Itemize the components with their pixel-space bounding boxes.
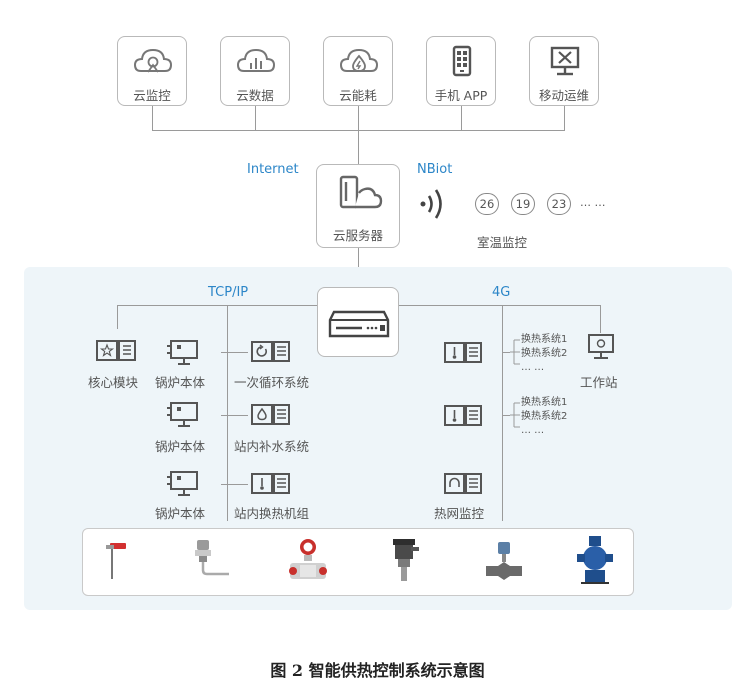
tcpip-bus-line: [117, 305, 317, 306]
brace-connector: [510, 339, 520, 365]
core-module-label: 核心模块: [88, 375, 139, 390]
room-temp-value: 19: [511, 193, 535, 215]
service-mobile-ops[interactable]: 移动运维: [529, 36, 599, 106]
pressure-transmitter-icon: [393, 539, 419, 581]
boiler-label: 锅炉本体: [155, 439, 206, 454]
workstation-label: 工作站: [580, 375, 618, 390]
figure-caption: 图 2 智能供热控制系统示意图: [270, 661, 485, 680]
connector-line: [255, 106, 256, 131]
room-temp-label: 室温监控: [477, 235, 528, 250]
room-temp-ellipsis: … …: [580, 196, 606, 209]
network-monitor-icon: [444, 473, 482, 494]
left-trunk-line: [227, 305, 228, 521]
boiler-monitor-icon: [167, 402, 198, 427]
connector-line: [502, 352, 510, 353]
internet-label: Internet: [247, 162, 299, 177]
circulation-system-icon: [251, 341, 290, 362]
exchange-system-label: 换热系统1: [521, 397, 568, 408]
room-temp-value: 26: [475, 193, 499, 215]
top-bus-line: [152, 130, 565, 131]
field-devices-strip: [82, 528, 634, 596]
heat-exchanger-icon: [251, 473, 290, 494]
boiler-label: 锅炉本体: [155, 506, 206, 521]
service-label: 移动运维: [538, 88, 589, 103]
wireless-signal-icon: [420, 189, 442, 219]
cloud-server-node[interactable]: 云服务器: [316, 164, 400, 248]
right-trunk-line: [502, 305, 503, 521]
network-monitor-label: 热网监控: [434, 506, 485, 521]
control-valve-icon: [486, 542, 522, 580]
boiler-label: 锅炉本体: [155, 375, 206, 390]
service-label: 云数据: [236, 88, 274, 103]
connector-line: [564, 106, 565, 131]
water-supply-icon: [251, 404, 290, 425]
temperature-probe-icon: [106, 543, 126, 579]
service-label: 云能耗: [339, 88, 377, 103]
exchange-system-label: 换热系统1: [521, 334, 568, 345]
connector-line: [152, 106, 153, 131]
exchange-station-icon: [444, 405, 482, 426]
service-mobile-app[interactable]: 手机 APP: [426, 36, 496, 106]
exchange-station-icon: [444, 342, 482, 363]
cloud-data-icon: [236, 48, 276, 72]
cloud-energy-icon: [339, 48, 379, 72]
mobile-ops-icon: [550, 46, 580, 76]
core-module-icon: [96, 340, 136, 361]
brace-connector: [510, 402, 520, 428]
connector-line: [221, 415, 248, 416]
service-label: 云监控: [133, 88, 171, 103]
level-sensor-icon: [195, 540, 229, 576]
tcpip-label: TCP/IP: [208, 285, 249, 300]
connector-line: [221, 484, 248, 485]
primary-loop-label: 一次循环系统: [234, 375, 310, 390]
heat-exchanger-label: 站内换热机组: [234, 506, 310, 521]
service-cloud-energy[interactable]: 云能耗: [323, 36, 393, 106]
cloud-server-icon: [339, 175, 383, 209]
mobile-app-icon: [452, 45, 472, 77]
router-icon: [328, 310, 390, 338]
connector-line: [502, 415, 510, 416]
nbiot-label: NBiot: [417, 162, 453, 177]
exchange-system-label: … …: [521, 425, 545, 436]
connector-line: [600, 305, 601, 333]
service-cloud-monitor[interactable]: 云监控: [117, 36, 187, 106]
exchange-system-label: … …: [521, 362, 545, 373]
flow-meter-icon: [289, 539, 327, 579]
service-cloud-data[interactable]: 云数据: [220, 36, 290, 106]
room-temp-value: 23: [547, 193, 571, 215]
cloud-monitor-icon: [133, 48, 173, 73]
exchange-system-label: 换热系统2: [521, 348, 568, 359]
connector-line: [221, 352, 248, 353]
pump-icon: [577, 536, 613, 584]
workstation-icon: [588, 334, 614, 359]
4g-label: 4G: [492, 285, 511, 300]
service-label: 手机 APP: [434, 88, 488, 103]
connector-line: [358, 106, 359, 164]
connector-line: [117, 305, 118, 329]
water-supply-label: 站内补水系统: [234, 439, 310, 454]
boiler-monitor-icon: [167, 471, 198, 496]
gateway-node[interactable]: [317, 287, 399, 357]
connector-line: [461, 106, 462, 131]
exchange-system-label: 换热系统2: [521, 411, 568, 422]
4g-bus-line: [399, 305, 601, 306]
server-label: 云服务器: [332, 228, 383, 243]
boiler-monitor-icon: [167, 340, 198, 365]
